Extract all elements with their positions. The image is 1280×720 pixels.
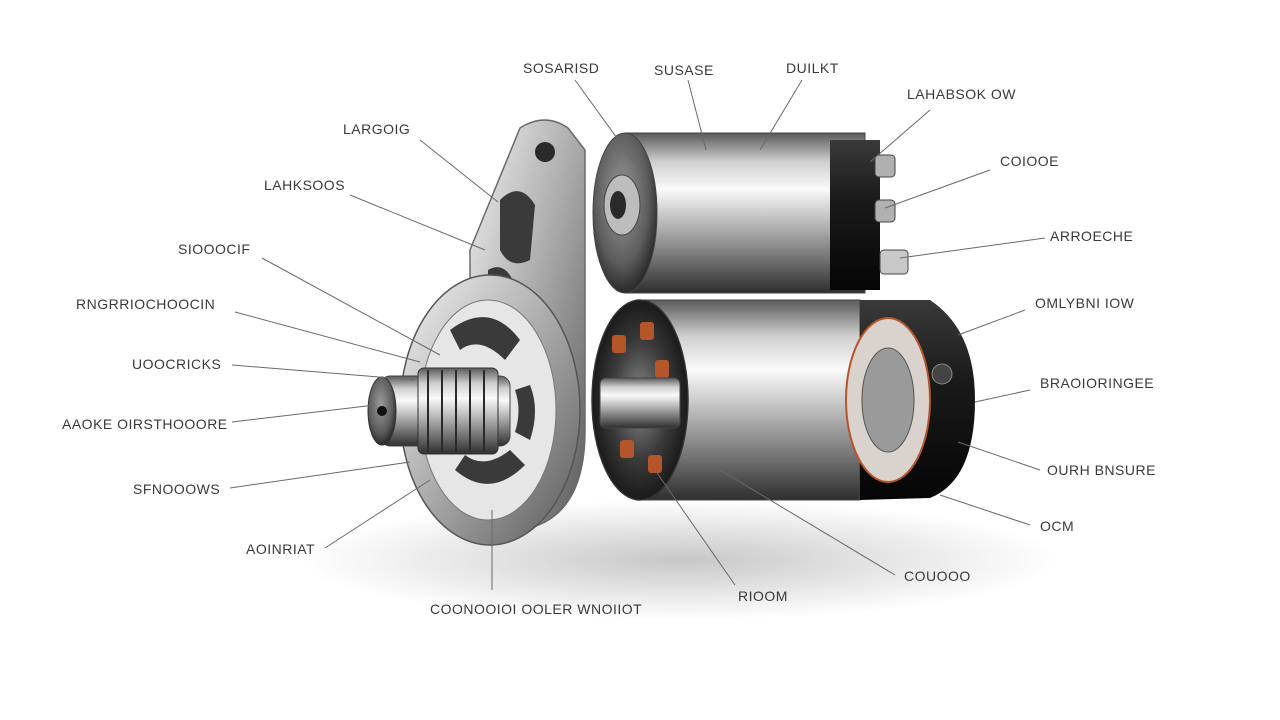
- solenoid-terminals: [874, 154, 909, 275]
- label-top-2: SUSASE: [654, 62, 714, 78]
- label-bottom-right: COUOOO: [904, 568, 971, 584]
- motor-housing: [591, 299, 975, 501]
- label-left-6: AAOKE OIRSTHOOORE: [62, 416, 228, 432]
- label-right-1: COIOOE: [1000, 153, 1060, 169]
- floor-shadow: [300, 500, 1060, 620]
- label-right-4: BRAOIORINGEE: [1040, 375, 1155, 391]
- label-right-5: OURH BNSURE: [1047, 462, 1156, 478]
- label-left-1: LARGOIG: [343, 121, 411, 137]
- label-top-right: LAHABSOK OW: [907, 86, 1016, 102]
- pinion-gear: [367, 367, 511, 455]
- label-right-3: OMLYBNI IOW: [1035, 295, 1135, 311]
- label-top-1: SOSARISD: [523, 60, 600, 76]
- label-left-4: RNGRRIOCHOOCIN: [76, 296, 216, 312]
- solenoid: [592, 132, 909, 294]
- leader-lines: [229, 79, 1046, 590]
- label-top-3: DUILKT: [786, 60, 839, 76]
- label-left-5: UOOCRICKS: [132, 356, 222, 372]
- label-bottom-mid: RIOOM: [738, 588, 788, 604]
- label-right-6: OCM: [1040, 518, 1075, 534]
- label-left-3: SIOOOCIF: [178, 241, 251, 257]
- label-left-7: SFNOOOWS: [133, 481, 221, 497]
- label-left-2: LAHKSOOS: [264, 177, 346, 193]
- label-left-8: AOINRIAT: [246, 541, 316, 557]
- label-bottom-left: COONOOIOI OOLER WNOIIOT: [430, 601, 643, 617]
- label-right-2: ARROECHE: [1050, 228, 1134, 244]
